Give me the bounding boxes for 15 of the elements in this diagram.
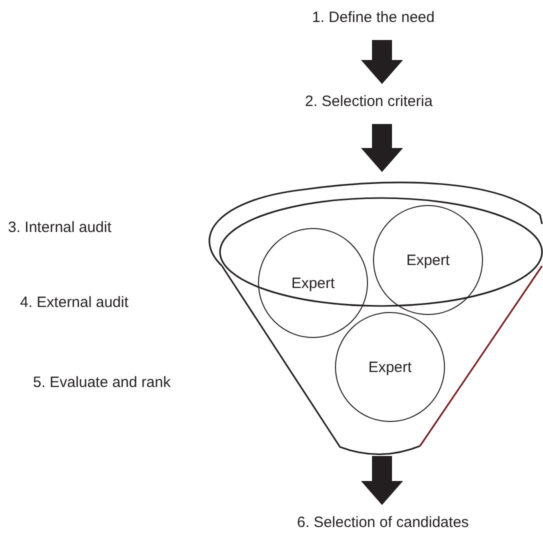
- expert-label: Expert: [368, 358, 412, 376]
- expert-circle: [335, 312, 445, 422]
- step-label: 4. External audit: [20, 293, 128, 313]
- step-label: 5. Evaluate and rank: [33, 373, 171, 393]
- block-arrow: [361, 40, 403, 84]
- expert-label: Expert: [406, 252, 450, 268]
- step-label: 3. Internal audit: [8, 218, 112, 238]
- block-arrow: [361, 456, 403, 505]
- block-arrow: [361, 124, 403, 172]
- expert-circle: [373, 205, 483, 315]
- expert-circle: [258, 228, 368, 338]
- step-label: 6. Selection of candidates: [297, 513, 469, 533]
- step-label: 2. Selection criteria: [305, 92, 433, 112]
- expert-label: Expert: [291, 274, 335, 292]
- step-label: 1. Define the need: [312, 8, 435, 28]
